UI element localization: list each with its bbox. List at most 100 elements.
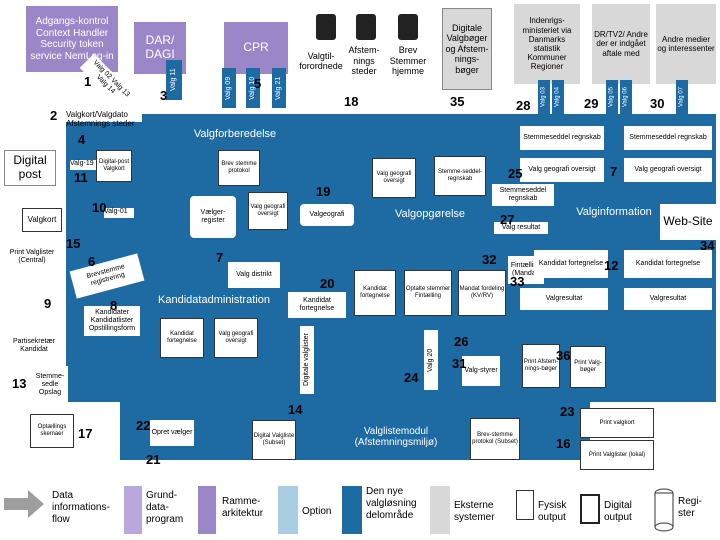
print-valglister-central-label: Print Valglister (Central) xyxy=(9,248,55,264)
digital-valgliste-doc: Digital Valgliste (Subset) xyxy=(252,420,296,460)
step-number: 15 xyxy=(66,236,81,251)
legend-den-nye: Den nye valgløsning delområde xyxy=(366,486,417,521)
valgresultat-r1-box: Valgresultat xyxy=(520,288,608,310)
valgstyrer-box: Valg-styrer xyxy=(462,356,500,386)
valg-resultat-label: Valg resultat xyxy=(501,223,541,231)
print-valgboger-label: Print Valg-bøger xyxy=(574,360,602,373)
step-number: 22 xyxy=(136,418,151,433)
partisekretaer-label: Partisekretær Kandidat xyxy=(12,337,55,353)
valg19-label-box: Valg-19 xyxy=(70,160,98,170)
opret-vaelger-label: Opret vælger xyxy=(151,428,193,436)
step-number: 25 xyxy=(508,166,523,181)
valglistemodul-label: Valglistemodul (Afstemningsmiljø) xyxy=(354,426,438,448)
digital-post-valgkort-label: Digital-post Valgkort xyxy=(98,159,129,172)
legend-register-cylinder-icon xyxy=(654,488,674,532)
step-number: 17 xyxy=(78,426,93,441)
valginformation-label: Valginformation xyxy=(576,206,652,218)
legend-rammearkitektur-swatch xyxy=(198,486,216,534)
kandidater-text: Kandidater Kandidatlister Opstillingsfor… xyxy=(84,306,140,336)
digital-post-label: Digital post xyxy=(13,153,47,181)
legend-option: Option xyxy=(302,506,332,517)
legend-digital-output: Digital output xyxy=(604,500,632,523)
valg-geografi-r1-box: Valg geografi oversigt xyxy=(520,158,604,182)
brevstemme-protokol-subset-doc: Brev-stemme protokol (Subset) xyxy=(470,418,520,460)
optalte-stemmer-label: Optalte stemmer Fintælling xyxy=(405,286,451,299)
stemmeseddel-regnskab-r1-label: Stemmeseddel regnskab xyxy=(523,133,601,141)
fintaelling-mandat-label: Fintælling (Mandat) xyxy=(510,261,542,277)
step-number: 12 xyxy=(604,258,619,273)
valger-register-label: Vælger-register xyxy=(200,208,226,224)
cpr-label: CPR xyxy=(243,40,269,55)
optaellingsskemaer-doc: Optællings skemaer xyxy=(30,414,74,448)
step-number: 11 xyxy=(74,170,88,185)
step-number: 31 xyxy=(452,356,467,371)
valgtilforordnede-label: Valgtil-forordnede xyxy=(299,50,343,71)
valg01-label: Valg-01 xyxy=(104,208,128,215)
step-number: 26 xyxy=(454,334,469,349)
legend-data-flow: Data informations-flow xyxy=(52,490,110,525)
valgopgorelse-label: Valgopgørelse xyxy=(394,208,466,220)
step-number: 3 xyxy=(160,88,168,103)
afstemningssteder-text: Afstem-nings steder xyxy=(344,44,384,78)
valg03-label: Valg 03 xyxy=(540,87,547,107)
valgforberedelse-title: Valgforberedelse xyxy=(180,128,290,140)
valg-resultat-box: Valg resultat xyxy=(494,222,548,234)
indenrigs-label: Indenrigs-ministeriet via Danmarks stati… xyxy=(522,16,572,72)
print-afstemningsboger-doc: Print Afstem-nings-bøger xyxy=(522,344,560,388)
kandidat-fortegnelse-r2-label: Kandidat fortegnelse xyxy=(635,259,701,267)
mandat-fordeling-label: Mandat fordeling (KV/RV) xyxy=(459,286,505,299)
kandidat-fortegnelse-r1-box: Kandidat fortegnelse xyxy=(534,250,608,278)
step-number: 2 xyxy=(50,108,58,123)
afstemningssteder-label: Afstem-nings steder xyxy=(348,45,380,77)
step-number: 23 xyxy=(560,404,575,419)
valgstyrer-label: Valg-styrer xyxy=(464,366,498,374)
cpr-box: CPR xyxy=(224,22,288,74)
valg09-flow: Valg 09 xyxy=(222,68,236,108)
print-valgkort-doc: Print valgkort xyxy=(580,408,654,438)
step-number: 35 xyxy=(450,94,465,109)
valg-geografi-oversigt2-doc: Valg geografi oversigt xyxy=(372,158,416,198)
legend-grunddata: Grund-data-program xyxy=(146,490,184,525)
digitale-valgboger-box: Digitale Valgbøger og Afstem-nings-bøger xyxy=(442,8,492,90)
valgeografi-box: Valgeografi xyxy=(300,204,354,226)
kandidat-fortegnelse2-doc: Kandidat fortegnelse xyxy=(160,318,204,358)
legend-den-nye-swatch xyxy=(342,486,362,534)
valger-register-box: Vælger-register xyxy=(190,196,236,238)
stemmeseddel-regnskab-label: Stemmeseddel regnskab xyxy=(499,186,547,202)
valgresultat-r2-label: Valgresultat xyxy=(649,294,687,302)
valginformation-title: Valginformation xyxy=(566,206,662,218)
print-valglister-central-text: Print Valglister (Central) xyxy=(2,240,62,274)
valg-geografi-k-doc: Valg geografi oversigt xyxy=(214,318,258,358)
valgtilforordnede-text: Valgtil-forordnede xyxy=(299,44,343,78)
valgopgorelse-title: Valgopgørelse xyxy=(380,208,480,220)
valgkort-valgdato-text: Valgkort/Valgdato Afstemnings steder xyxy=(62,110,142,128)
doc-icon xyxy=(316,14,336,40)
valgkort-valgdato-label: Valgkort/Valgdato Afstemnings steder xyxy=(66,110,135,128)
andre-medier-box: Andre medier og interessenter xyxy=(656,4,716,84)
stemme-seddel-regnskab-doc: Stemme-seddel-regnskab xyxy=(434,156,486,196)
kandidat-fortegnelse2-label: Kandidat fortegnelse xyxy=(167,331,197,344)
kandidatadministration-label: Kandidatadministration xyxy=(158,294,270,306)
brev-stemmer-text: Brev Stemmer hjemme xyxy=(386,44,430,78)
step-number: 5 xyxy=(254,76,262,91)
step-number: 14 xyxy=(288,402,303,417)
valg09-label: Valg 09 xyxy=(224,76,232,100)
digital-post-valgkort-doc: Digital-post Valgkort xyxy=(96,150,132,182)
kandidater-label: Kandidater Kandidatlister Opstillingsfor… xyxy=(88,308,136,333)
legend-option-swatch xyxy=(278,486,298,534)
step-number: 24 xyxy=(404,370,419,385)
step-number: 18 xyxy=(344,94,359,109)
valg07-label: Valg 07 xyxy=(678,87,685,107)
stemmeseddel-regnskab-r2-label: Stemmeseddel regnskab xyxy=(629,133,707,141)
stemmesedle-opslag-label: Stemme-sedle Opslag xyxy=(35,372,65,397)
print-valglister-lokal-doc: Print Valglister (lokal) xyxy=(580,440,654,470)
print-valgboger-doc: Print Valg-bøger xyxy=(570,346,606,388)
step-number: 1 xyxy=(84,74,92,89)
legend-rammearkitektur: Ramme-arkitektur xyxy=(222,496,264,519)
mandat-fordeling-doc: Mandat fordeling (KV/RV) xyxy=(458,270,506,316)
valg-geografi-r2-label: Valg geografi oversigt xyxy=(634,165,702,173)
step-number: 32 xyxy=(482,252,497,267)
valg-geografi-oversigt-doc: Valg geografi oversigt xyxy=(248,192,288,230)
brev-stemmer-label: Brev Stemmer hjemme xyxy=(389,45,427,77)
legend-eksterne: Eksterne systemer xyxy=(454,500,495,523)
